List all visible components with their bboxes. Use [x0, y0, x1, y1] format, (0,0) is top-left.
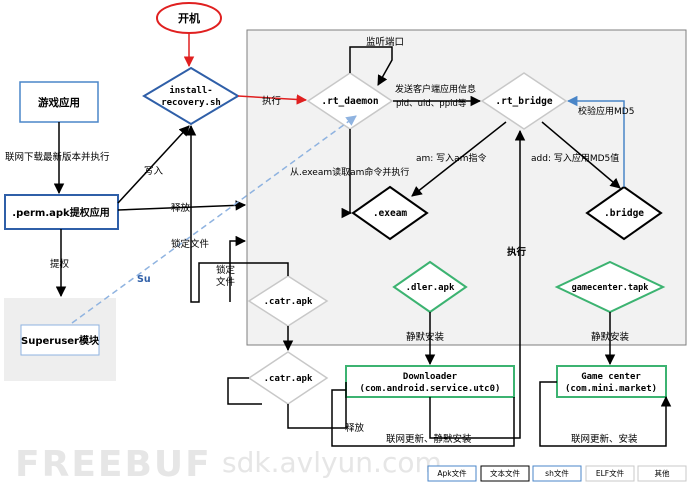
rt-bridge-node: .rt_bridge — [480, 72, 568, 130]
superuser-node: Superuser模块 — [4, 298, 116, 381]
game-center-node: Game center (com.mini.market) — [556, 365, 667, 398]
edge-lock-install — [185, 124, 289, 303]
exeam-node: .exeam — [351, 185, 429, 241]
edge-verify-md5 — [566, 95, 625, 187]
legend-sh-label: sh文件 — [545, 468, 569, 478]
downloader-label-2: (com.android.service.utc0) — [360, 383, 501, 394]
legend-sh — [532, 465, 582, 482]
label-silent-install-2: 静默安装 — [591, 331, 630, 343]
exeam-label: .exeam — [373, 208, 408, 219]
edges — [53, 33, 672, 447]
label-release-1: 释放 — [171, 202, 191, 214]
rt-daemon-label: .rt_daemon — [321, 96, 378, 107]
label-am-write: am: 写入am指令 — [416, 152, 486, 164]
edge-listen-port — [349, 46, 375, 73]
label-su: Su — [137, 274, 151, 285]
watermark-logo: FREEBUF — [15, 444, 212, 485]
label-root: 提权 — [50, 258, 70, 270]
game-app-node: 游戏应用 — [19, 81, 99, 123]
catr-apk-label-2: .catr.apk — [264, 374, 313, 384]
label-write: 写入 — [144, 166, 164, 177]
edge-su — [71, 115, 357, 324]
label-release-2: 释放 — [345, 422, 365, 434]
game-center-label-1: Game center — [581, 372, 641, 382]
label-listen-port: 监听端口 — [366, 36, 404, 48]
bridge-node: .bridge — [585, 185, 663, 241]
edge-perm-release — [117, 200, 247, 211]
legend-other — [637, 465, 687, 482]
edge-bridge-exeam — [411, 121, 507, 197]
edge-labels: 联网下载最新版本并执行 写入 执行 监听端口 发送客户端应用信息 pid、uid… — [5, 36, 638, 445]
edge-listen-port-back — [375, 46, 393, 86]
bridge-label: .bridge — [604, 208, 644, 219]
label-send-info-1: 发送客户端应用信息 — [395, 83, 476, 95]
perm-apk-label: .perm.apk提权应用 — [12, 206, 109, 219]
watermark-url: sdk.avlyun.com — [222, 446, 442, 479]
downloader-node: Downloader (com.android.service.utc0) — [345, 365, 515, 398]
boot-label: 开机 — [178, 11, 200, 25]
label-read-exec: 从.exeam读取am命令并执行 — [290, 166, 409, 178]
boot-node: 开机 — [156, 2, 222, 34]
label-send-info-2: pid、uid、ppid等 — [396, 98, 467, 109]
edge-daemon-exeam — [341, 129, 353, 219]
edge-catr-downloader — [287, 382, 347, 429]
downloader-label-1: Downloader — [403, 372, 458, 382]
legend-apk-label: Apk文件 — [437, 468, 467, 478]
label-lock-file-1: 锁定文件 — [171, 238, 210, 250]
label-lock-file-2b: 文件 — [216, 276, 236, 288]
label-net-update-1: 联网更新、静默安装 — [386, 433, 472, 445]
install-recovery-node: install- recovery.sh — [142, 66, 240, 126]
catr-apk-label-1: .catr.apk — [264, 297, 313, 307]
game-app-label: 游戏应用 — [38, 96, 80, 109]
label-execute-2: 执行 — [507, 246, 527, 258]
legend-elf — [585, 465, 635, 482]
legend-elf-label: ELF文件 — [596, 468, 625, 478]
edge-perm-install — [117, 125, 190, 204]
edge-lock-loop — [229, 235, 247, 302]
catr-apk-node-2: .catr.apk — [247, 351, 329, 405]
label-download-exec: 联网下载最新版本并执行 — [5, 151, 110, 163]
superuser-label: Superuser模块 — [21, 334, 100, 347]
label-lock-file-2a: 锁定 — [216, 264, 236, 276]
legend-apk — [427, 465, 477, 482]
edge-install-daemon — [237, 94, 308, 105]
legend-text — [480, 465, 530, 482]
legend-other-label: 其他 — [655, 468, 670, 478]
dler-apk-label: .dler.apk — [406, 283, 455, 293]
label-silent-install-1: 静默安装 — [406, 331, 445, 343]
label-net-update-2: 联网更新、安装 — [571, 433, 638, 445]
label-verify-md5: 校验应用MD5 — [578, 105, 634, 117]
label-execute-1: 执行 — [262, 95, 282, 107]
edge-gc-loop — [539, 381, 672, 447]
edge-bridge-bridgefile — [541, 121, 621, 189]
rt-bridge-label: .rt_bridge — [495, 96, 552, 107]
gamecenter-tapk-label: gamecenter.tapk — [572, 283, 649, 293]
edge-downloader-exec — [429, 129, 526, 439]
edge-downloader-loop — [331, 389, 515, 447]
perm-apk-node: .perm.apk提权应用 — [4, 194, 119, 230]
game-center-label-2: (com.mini.market) — [565, 383, 657, 394]
label-add-md5: add: 写入应用MD5值 — [531, 152, 619, 164]
legend-text-label: 文本文件 — [490, 468, 520, 478]
watermark: FREEBUF sdk.avlyun.com — [15, 444, 442, 485]
edge-catr-left — [227, 377, 262, 405]
legend: Apk文件 文本文件 sh文件 ELF文件 其他 — [427, 465, 687, 482]
install-recovery-label-1: install- — [169, 85, 212, 96]
install-recovery-label-2: recovery.sh — [161, 98, 221, 108]
